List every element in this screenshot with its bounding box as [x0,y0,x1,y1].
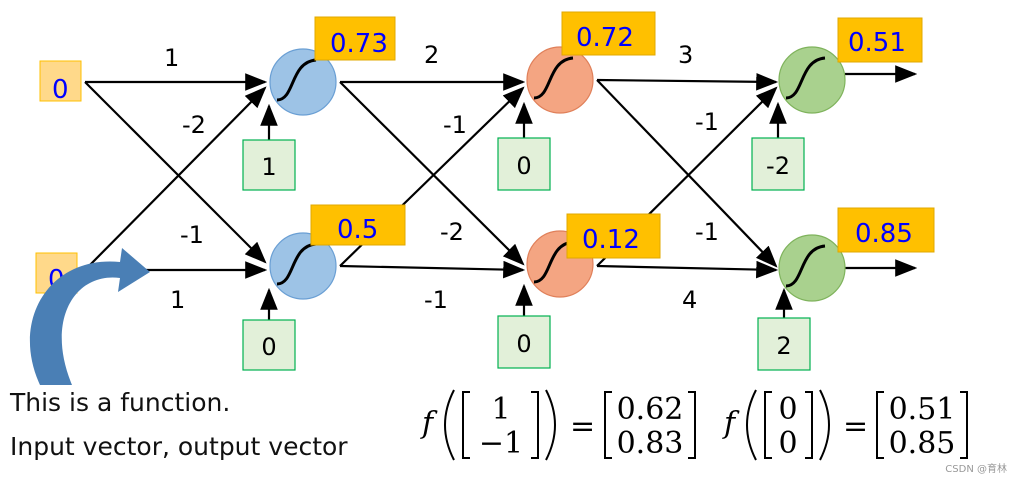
input-vector-entry: −1 [479,426,523,461]
input-vector-entry: 0 [778,392,797,427]
output-box [837,207,935,253]
edge [84,86,267,271]
bias-box [497,137,551,191]
weight-label: 1 [164,44,179,72]
neuron-layer1 [269,232,337,300]
equals-sign: = [570,409,595,444]
output-box [310,204,406,246]
output-value: 0.51 [848,28,906,58]
edge [596,79,778,268]
bracket-left [604,391,612,459]
weight-label: 1 [170,286,185,314]
sigmoid-icon [533,56,574,100]
bracket-left [764,391,772,459]
bracket-right [805,391,813,459]
bias-box [751,137,805,191]
output-value: 0.85 [855,219,913,249]
weight-label: 3 [678,41,693,69]
neuron-layer3 [778,234,846,302]
equation-2: f 0 0 = 0.51 0.85 [722,389,968,461]
input-vector-entry: 1 [491,392,510,427]
weight-label: -2 [440,218,464,246]
weight-label: -1 [695,108,719,136]
equals-sign: = [843,409,868,444]
bracket-left [876,391,884,459]
output-value: 0.12 [582,225,640,255]
output-value: 0.72 [576,23,634,53]
output-value: 0.5 [337,215,378,245]
output-vector-entry: 0.62 [617,392,684,427]
weight-label: 4 [682,286,697,314]
input-value: 0 [52,75,69,105]
output-box [561,11,656,56]
neuron-layer3 [778,46,846,114]
edge [339,81,525,266]
bias-box [757,317,811,371]
sigmoid-icon [533,240,574,284]
edge [596,260,779,279]
bracket-left [462,391,470,459]
output-vector-entry: 0.85 [889,426,956,461]
sigmoid-icon [276,58,317,102]
weight-label: -2 [182,111,206,139]
bias-value: 0 [516,330,531,358]
bias-value: 0 [516,152,531,180]
bias-value: 0 [261,333,276,361]
neuron-layer1 [269,48,337,116]
output-vector-entry: 0.83 [617,426,684,461]
bracket-right [960,391,968,459]
output-value: 0.73 [330,29,388,59]
caption-line: Input vector, output vector [10,432,348,461]
paren-right [819,389,830,461]
input-box [39,60,82,102]
curved-arrow-icon [29,248,150,385]
bias-box [242,139,296,191]
neuron-layer2 [526,46,594,114]
paren-left [746,389,757,461]
function-symbol: f [420,406,438,441]
input-vector-entry: 0 [778,426,797,461]
output-box [314,16,396,61]
weight-label: 2 [424,41,439,69]
edge [596,72,779,91]
bias-value: 2 [776,332,791,360]
weight-label: -1 [180,221,204,249]
sigmoid-icon [785,56,826,100]
weight-label: -1 [443,111,467,139]
weight-label: -1 [424,286,448,314]
edge [84,81,267,264]
bracket-right [688,391,696,459]
weight-label: -1 [695,218,719,246]
bias-value: 1 [261,153,276,181]
function-symbol: f [722,406,740,441]
output-box [566,213,661,259]
sigmoid-icon [785,244,826,288]
output-box [837,17,923,63]
watermark: CSDN @育林 [945,464,1007,475]
bias-value: -2 [766,152,790,180]
output-vector-entry: 0.51 [889,392,956,427]
sigmoid-icon [276,242,317,286]
caption-line: This is a function. [10,388,231,417]
bias-box [497,315,551,369]
paren-left [444,389,455,461]
bias-box [242,319,296,371]
bracket-right [531,391,539,459]
equation-1: f 1 −1 = 0.62 0.83 [420,389,696,461]
edge [339,260,526,279]
paren-right [545,389,556,461]
